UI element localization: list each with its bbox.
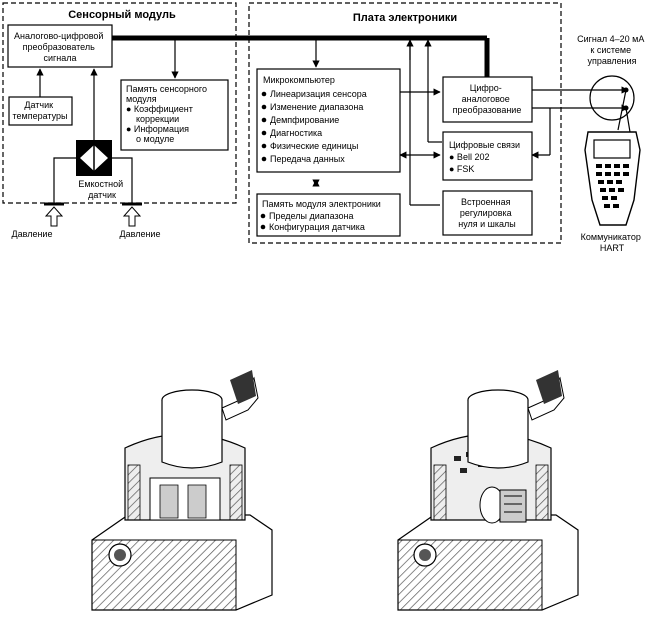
zero-span-label: Встроенная регулировка нуля и шкалы [458, 197, 516, 229]
hart-communicator-icon [584, 131, 641, 226]
temp-sensor-label: Датчик температуры [12, 100, 67, 121]
zero-span-box [442, 190, 533, 236]
dac-box [442, 76, 533, 123]
cap-sensor-label: Емкостной датчик [78, 179, 125, 200]
pressure-right-label: Давление [120, 229, 161, 239]
digital-comm-label: Цифровые связи ● Bell 202 ● FSK [449, 140, 523, 174]
micro-item: Демпфирование [270, 115, 339, 125]
micro-item: Физические единицы [270, 141, 358, 151]
loop-circle [589, 75, 635, 121]
pressure-left-arrow [44, 206, 64, 227]
pressure-left-label: Давление [12, 229, 53, 239]
electronics-board-frame [248, 2, 562, 244]
micro-item: Изменение диапазона [270, 102, 363, 112]
sensor-memory-box [120, 79, 229, 151]
micro-item: Линеаризация сенсора [270, 89, 367, 99]
sensor-cutaway-left-illustration [91, 370, 273, 611]
sensor-module-title: Сенсорный модуль [68, 9, 176, 21]
signal-label: Сигнал 4–20 мА к системе управления [577, 34, 647, 66]
dac-label: Цифро- аналоговое преобразование [453, 83, 522, 115]
adc-box [7, 24, 113, 68]
adc-label: Аналогово-цифровой преобразователь сигна… [14, 31, 106, 63]
sensor-cutaway-right-illustration [397, 370, 579, 611]
hart-communicator-label: Коммуникатор HART [581, 232, 644, 253]
electronics-memory-item: Пределы диапазона [269, 211, 354, 221]
micro-items: Линеаризация сенсора Изменение диапазона… [261, 89, 367, 164]
electronics-memory-item: Конфигурация датчика [269, 222, 365, 232]
micro-item: Передача данных [270, 154, 345, 164]
sensor-memory-label: Память сенсорного модуля ● Коэффициент к… [126, 84, 210, 144]
micro-item: Диагностика [270, 128, 322, 138]
electronics-board-title: Плата электроники [353, 12, 457, 24]
pressure-right-arrow [122, 206, 142, 227]
electronics-memory-title: Память модуля электроники [262, 199, 381, 209]
electronics-memory-box [256, 193, 401, 237]
digital-comm-box [442, 131, 533, 181]
micro-title: Микрокомпьютер [263, 75, 335, 85]
microcomputer-box [256, 68, 401, 173]
sensor-module-frame [2, 2, 237, 204]
